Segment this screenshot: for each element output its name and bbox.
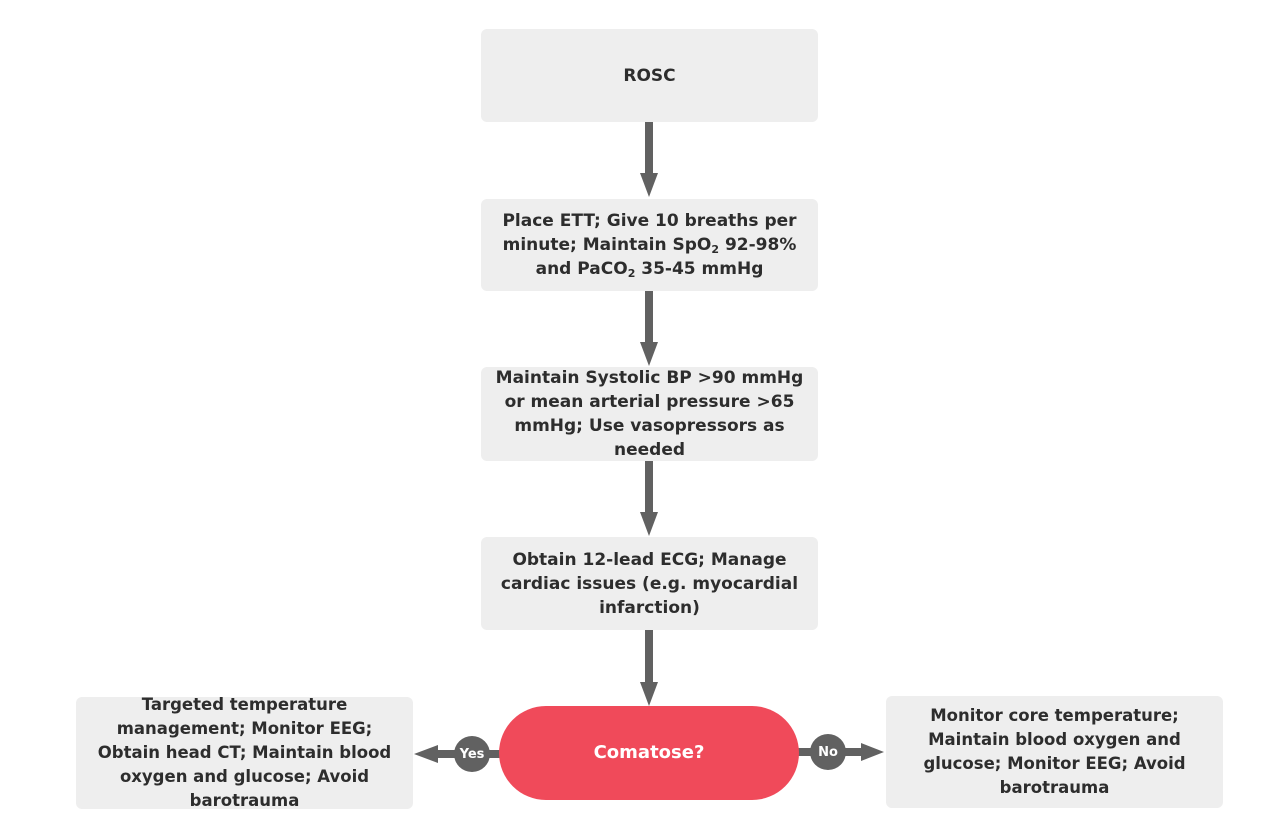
arrow-rosc-to-ett-head bbox=[640, 173, 658, 197]
arrow-no-head bbox=[861, 743, 884, 761]
node-comatose-no-actions-label: Monitor core temperature; Maintain blood… bbox=[923, 706, 1186, 797]
node-comatose-yes-actions: Targeted temperature management; Monitor… bbox=[76, 695, 413, 810]
arrow-rosc-to-ett-shaft bbox=[645, 122, 653, 175]
arrow-yes-head bbox=[414, 745, 438, 763]
arrow-ett-to-bp-shaft bbox=[645, 291, 653, 344]
decision-comatose: Comatose? bbox=[499, 706, 799, 800]
node-rosc-label: ROSC bbox=[623, 65, 676, 86]
decision-comatose-label: Comatose? bbox=[593, 742, 705, 763]
arrow-ecg-to-decision-head bbox=[640, 682, 658, 706]
node-comatose-no-actions: Monitor core temperature; Maintain blood… bbox=[886, 696, 1223, 808]
node-airway-ventilation-label: Place ETT; Give 10 breaths per minute; M… bbox=[502, 211, 797, 280]
arrow-bp-to-ecg-shaft bbox=[645, 461, 653, 514]
node-blood-pressure: Maintain Systolic BP >90 mmHg or mean ar… bbox=[481, 367, 818, 461]
edge-label-yes: Yes bbox=[454, 736, 490, 772]
node-blood-pressure-label: Maintain Systolic BP >90 mmHg or mean ar… bbox=[495, 368, 804, 460]
node-rosc: ROSC bbox=[481, 29, 818, 122]
arrow-ecg-to-decision-shaft bbox=[645, 630, 653, 684]
arrow-bp-to-ecg-head bbox=[640, 512, 658, 536]
node-comatose-yes-actions-label: Targeted temperature management; Monitor… bbox=[97, 695, 392, 810]
arrow-ett-to-bp-head bbox=[640, 342, 658, 366]
edge-label-no: No bbox=[810, 734, 846, 770]
node-ecg: Obtain 12-lead ECG; Manage cardiac issue… bbox=[481, 537, 818, 630]
node-airway-ventilation: Place ETT; Give 10 breaths per minute; M… bbox=[481, 199, 818, 291]
node-ecg-label: Obtain 12-lead ECG; Manage cardiac issue… bbox=[500, 549, 799, 618]
